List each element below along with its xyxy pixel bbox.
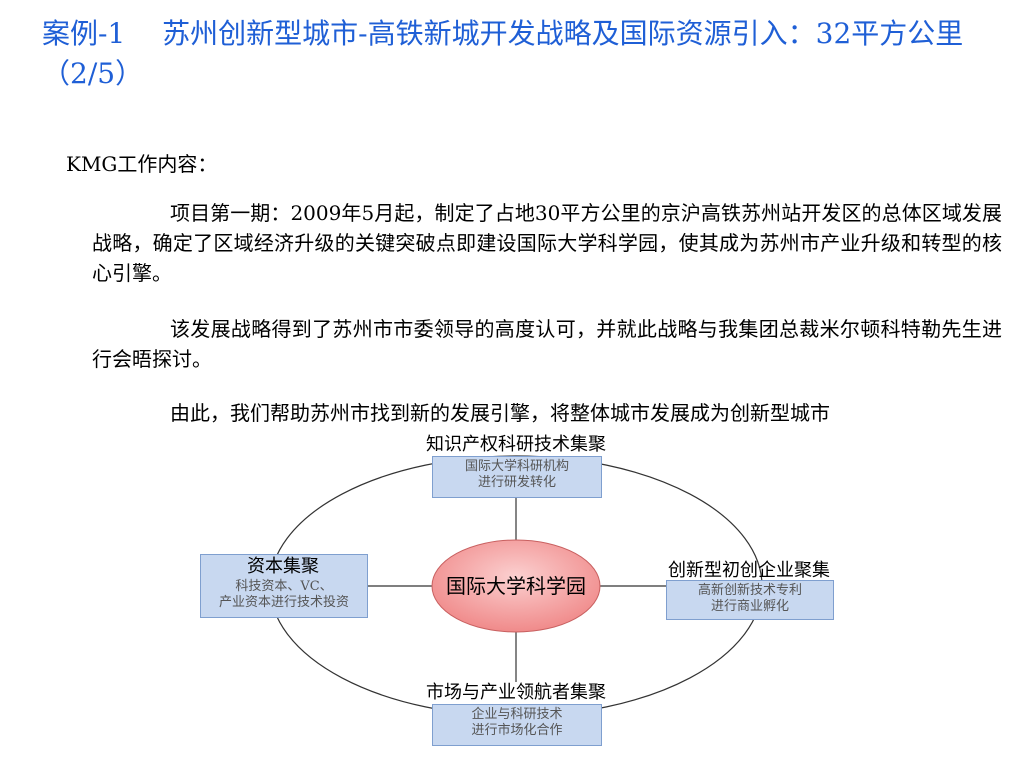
right-box-title: 创新型初创企业聚集 (668, 560, 830, 581)
top-box-line2: 进行研发转化 (477, 475, 556, 490)
left-box-title: 资本集聚 (247, 556, 319, 577)
bottom-box-title: 市场与产业领航者集聚 (426, 682, 606, 703)
bottom-box-line1: 企业与科研技术 (471, 707, 563, 722)
section-label: KMG工作内容： (66, 152, 218, 176)
paragraph-2: 该发展战略得到了苏州市市委领导的高度认可，并就此战略与我集团总裁米尔顿科特勒先生… (92, 317, 1002, 371)
paragraph-3: 由此，我们帮助苏州市找到新的发展引擎，将整体城市发展成为创新型城市 (170, 401, 830, 425)
center-label: 国际大学科学园 (446, 574, 586, 598)
right-box-line2: 进行商业孵化 (710, 599, 789, 614)
right-box-line1: 高新创新技术专利 (697, 583, 802, 598)
page-title: 案例-1 苏州创新型城市-高铁新城开发战略及国际资源引入：32平方公里（2/5） (42, 17, 964, 90)
paragraph-1: 项目第一期：2009年5月起，制定了占地30平方公里的京沪高铁苏州站开发区的总体… (92, 201, 1002, 285)
bottom-box-line2: 进行市场化合作 (471, 723, 563, 738)
left-box: 科技资本、VC、 产业资本进行技术投资 (200, 554, 368, 618)
top-box-line1: 国际大学科研机构 (464, 459, 569, 474)
top-box-title: 知识产权科研技术集聚 (426, 434, 606, 455)
top-box: 国际大学科研机构 进行研发转化 (432, 456, 602, 498)
right-box: 高新创新技术专利 进行商业孵化 (666, 580, 834, 620)
left-box-line1: 科技资本、VC、 (235, 579, 333, 594)
left-box-line2: 产业资本进行技术投资 (218, 595, 349, 610)
bottom-box: 企业与科研技术 进行市场化合作 (432, 704, 602, 746)
